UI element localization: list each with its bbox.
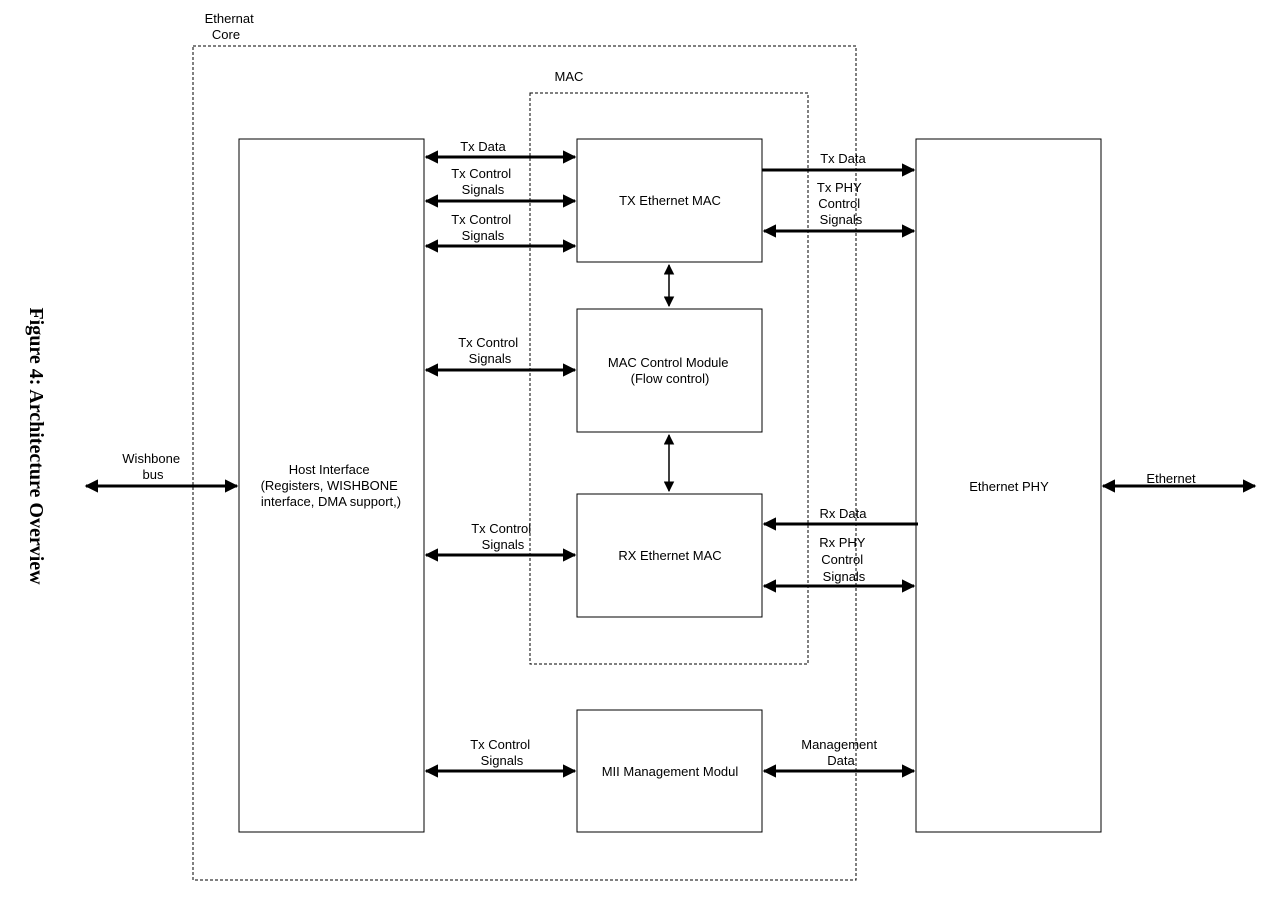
host-interface-line3: interface, DMA support,): [261, 494, 401, 509]
host-tx-control-label-3: Tx Control Signals: [458, 335, 522, 366]
ethernet-core-label-line2: Core: [212, 27, 240, 42]
mii-management-block: MII Management Modul: [576, 709, 763, 833]
phy-rx-control-label: Rx PHY Control Signals: [819, 535, 869, 584]
mac-label: MAC: [555, 69, 584, 84]
host-interface-block: Host Interface (Registers, WISHBONE inte…: [238, 138, 425, 833]
wishbone-bus-label: Wishbone bus: [122, 451, 183, 482]
mac-control-module-title: MAC Control Module: [608, 355, 729, 370]
host-tx-control-label-5: Tx Control Signals: [470, 737, 534, 768]
svg-text:MAC Control Module (Flow: MAC Control Module (Flow control): [608, 355, 732, 386]
management-data-label: Management Data: [801, 737, 881, 768]
phy-tx-data-label: Tx Data: [820, 151, 866, 166]
ethernet-core-label-line1: Ethernat: [205, 11, 255, 26]
phy-tx-control-label: Tx PHY Control Signals: [817, 180, 865, 227]
tx-ethernet-mac-block: TX Ethernet MAC: [576, 138, 763, 263]
mac-control-module-subtitle: (Flow control): [631, 371, 710, 386]
rx-ethernet-mac-label: RX Ethernet MAC: [618, 548, 721, 563]
mac-control-module-block: MAC Control Module (Flow control): [576, 308, 763, 433]
rx-ethernet-mac-block: RX Ethernet MAC: [576, 493, 763, 618]
tx-ethernet-mac-label: TX Ethernet MAC: [619, 193, 721, 208]
host-interface-title: Host Interface: [289, 462, 370, 477]
ethernet-core-container: [192, 45, 857, 881]
host-tx-control-label-4: Tx Control Signals: [471, 521, 535, 552]
phy-rx-data-label: Rx Data: [820, 506, 868, 521]
figure-caption: Figure 4: Architecture Overview: [25, 307, 47, 585]
ethernet-core-label: Ethernat Core: [205, 11, 258, 42]
mac-container: [529, 92, 809, 665]
ethernet-phy-label: Ethernet PHY: [969, 479, 1049, 494]
host-tx-control-label-2: Tx Control Signals: [451, 212, 515, 243]
ethernet-label: Ethernet: [1146, 471, 1196, 486]
host-interface-line2: (Registers, WISHBONE: [261, 478, 399, 493]
svg-text:Host Interface (Register: Host Interface (Registers, WISHBONE inte…: [261, 462, 402, 509]
host-tx-data-label: Tx Data: [460, 139, 506, 154]
mii-management-label: MII Management Modul: [602, 764, 739, 779]
host-tx-control-label-1: Tx Control Signals: [451, 166, 515, 197]
ethernet-phy-block: Ethernet PHY: [915, 138, 1102, 833]
